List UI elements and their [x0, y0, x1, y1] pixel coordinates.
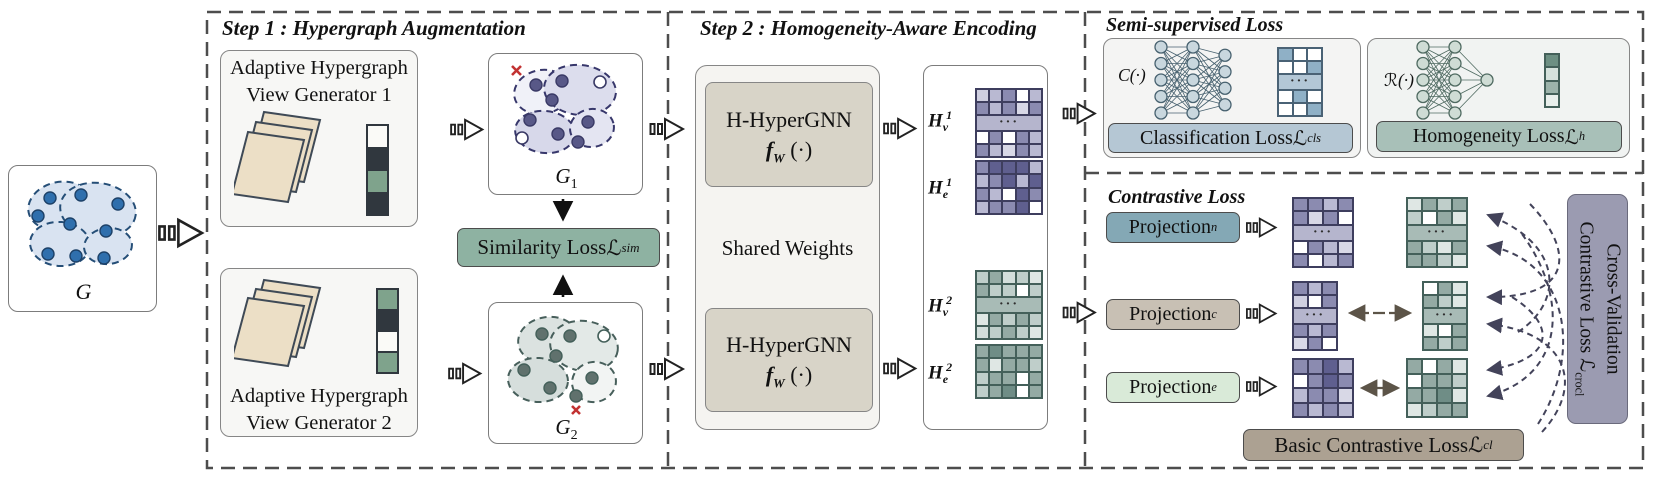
classifier-fn-label: C(·) — [1118, 65, 1146, 85]
cross-validation-loss-label: Cross-Validation Contrastive Loss ℒcrocl — [1572, 221, 1623, 397]
proj-e-view2-matrix — [1406, 358, 1468, 418]
regressor-network-icon — [1416, 40, 1494, 120]
view1-box: G1 — [488, 53, 643, 195]
hv1-matrix: ··· — [975, 88, 1043, 158]
cross-validation-arrows — [1486, 203, 1566, 433]
hypergraph-g1-illustration — [511, 63, 617, 155]
generator1-label: Adaptive Hypergraph View Generator 1 — [230, 57, 408, 106]
generator1-layers-icon — [234, 110, 322, 204]
proj-e-view1-matrix — [1292, 358, 1354, 418]
classifier-network-icon — [1154, 40, 1232, 120]
homogeneity-score-vector — [1544, 53, 1560, 108]
flow-arrow-projection-c-icon — [1245, 303, 1277, 324]
flow-arrow-input-icon — [158, 218, 204, 248]
flow-arrow-projection-e-icon — [1245, 376, 1277, 397]
he1-label: He1 — [928, 175, 953, 202]
input-graph-box: G — [8, 165, 157, 312]
flow-arrow-view1-encoder-icon — [649, 117, 685, 141]
flow-arrow-gen2-view2-icon — [448, 362, 482, 385]
encoder2-box — [705, 308, 873, 412]
he2-matrix — [975, 344, 1043, 399]
hypergraph-g2-illustration — [507, 315, 619, 415]
hv2-matrix: ··· — [975, 270, 1043, 340]
generator2-label: Adaptive Hypergraph View Generator 2 — [230, 385, 408, 434]
proj-c-view1-matrix: ··· — [1292, 281, 1338, 351]
proj-c-view2-matrix: ··· — [1422, 281, 1468, 351]
encoder2-label: H-HyperGNN fW (·) — [726, 332, 852, 391]
step2-title: Step 2 : Homogeneity-Aware Encoding — [700, 16, 1037, 40]
flow-arrow-view2-encoder-icon — [649, 357, 685, 381]
regressor-fn-label: ℛ(·) — [1384, 70, 1414, 91]
generator2-layers-icon — [234, 278, 322, 368]
contrastive-title: Contrastive Loss — [1108, 186, 1246, 208]
view2-label: G2 — [555, 415, 578, 444]
flow-arrow-embeddings-contrastive-icon — [1062, 301, 1096, 324]
dropped-node-cross-icon — [511, 65, 522, 76]
generator2-mask-vector — [376, 288, 399, 374]
view2-box: G2 — [488, 302, 643, 444]
shared-weights-label: Shared Weights — [721, 236, 854, 260]
encoder1-box — [705, 82, 873, 187]
flow-arrow-gen1-view1-icon — [450, 118, 484, 141]
hv1-label: Hv1 — [928, 108, 953, 135]
proj-n-view2-matrix: ··· — [1406, 197, 1468, 268]
he2-label: He2 — [928, 360, 953, 387]
encoder1-label: H-HyperGNN fW (·) — [726, 107, 852, 166]
input-graph-label: G — [75, 279, 92, 304]
semi-title: Semi-supervised Loss — [1106, 14, 1284, 36]
cross-validation-loss-box: Cross-Validation Contrastive Loss ℒcrocl — [1567, 194, 1628, 424]
he1-matrix — [975, 160, 1043, 215]
step1-title: Step 1 : Hypergraph Augmentation — [222, 16, 526, 40]
flow-arrow-embeddings-semi-icon — [1062, 102, 1096, 125]
dropped-node-cross-icon — [571, 405, 581, 415]
generator1-mask-vector — [366, 124, 389, 216]
flow-arrow-encoder2-embeddings-icon — [883, 357, 917, 380]
proj-n-view1-matrix: ··· — [1292, 197, 1354, 268]
outer-dashed-frame — [205, 10, 1645, 470]
view1-label: G1 — [555, 164, 578, 193]
flow-arrow-projection-n-icon — [1245, 217, 1277, 238]
hv2-label: Hv2 — [928, 293, 953, 320]
classifier-output-matrix: ··· — [1277, 47, 1323, 117]
flow-arrow-encoder1-embeddings-icon — [883, 117, 917, 140]
hypergraph-g-illustration — [27, 180, 137, 268]
